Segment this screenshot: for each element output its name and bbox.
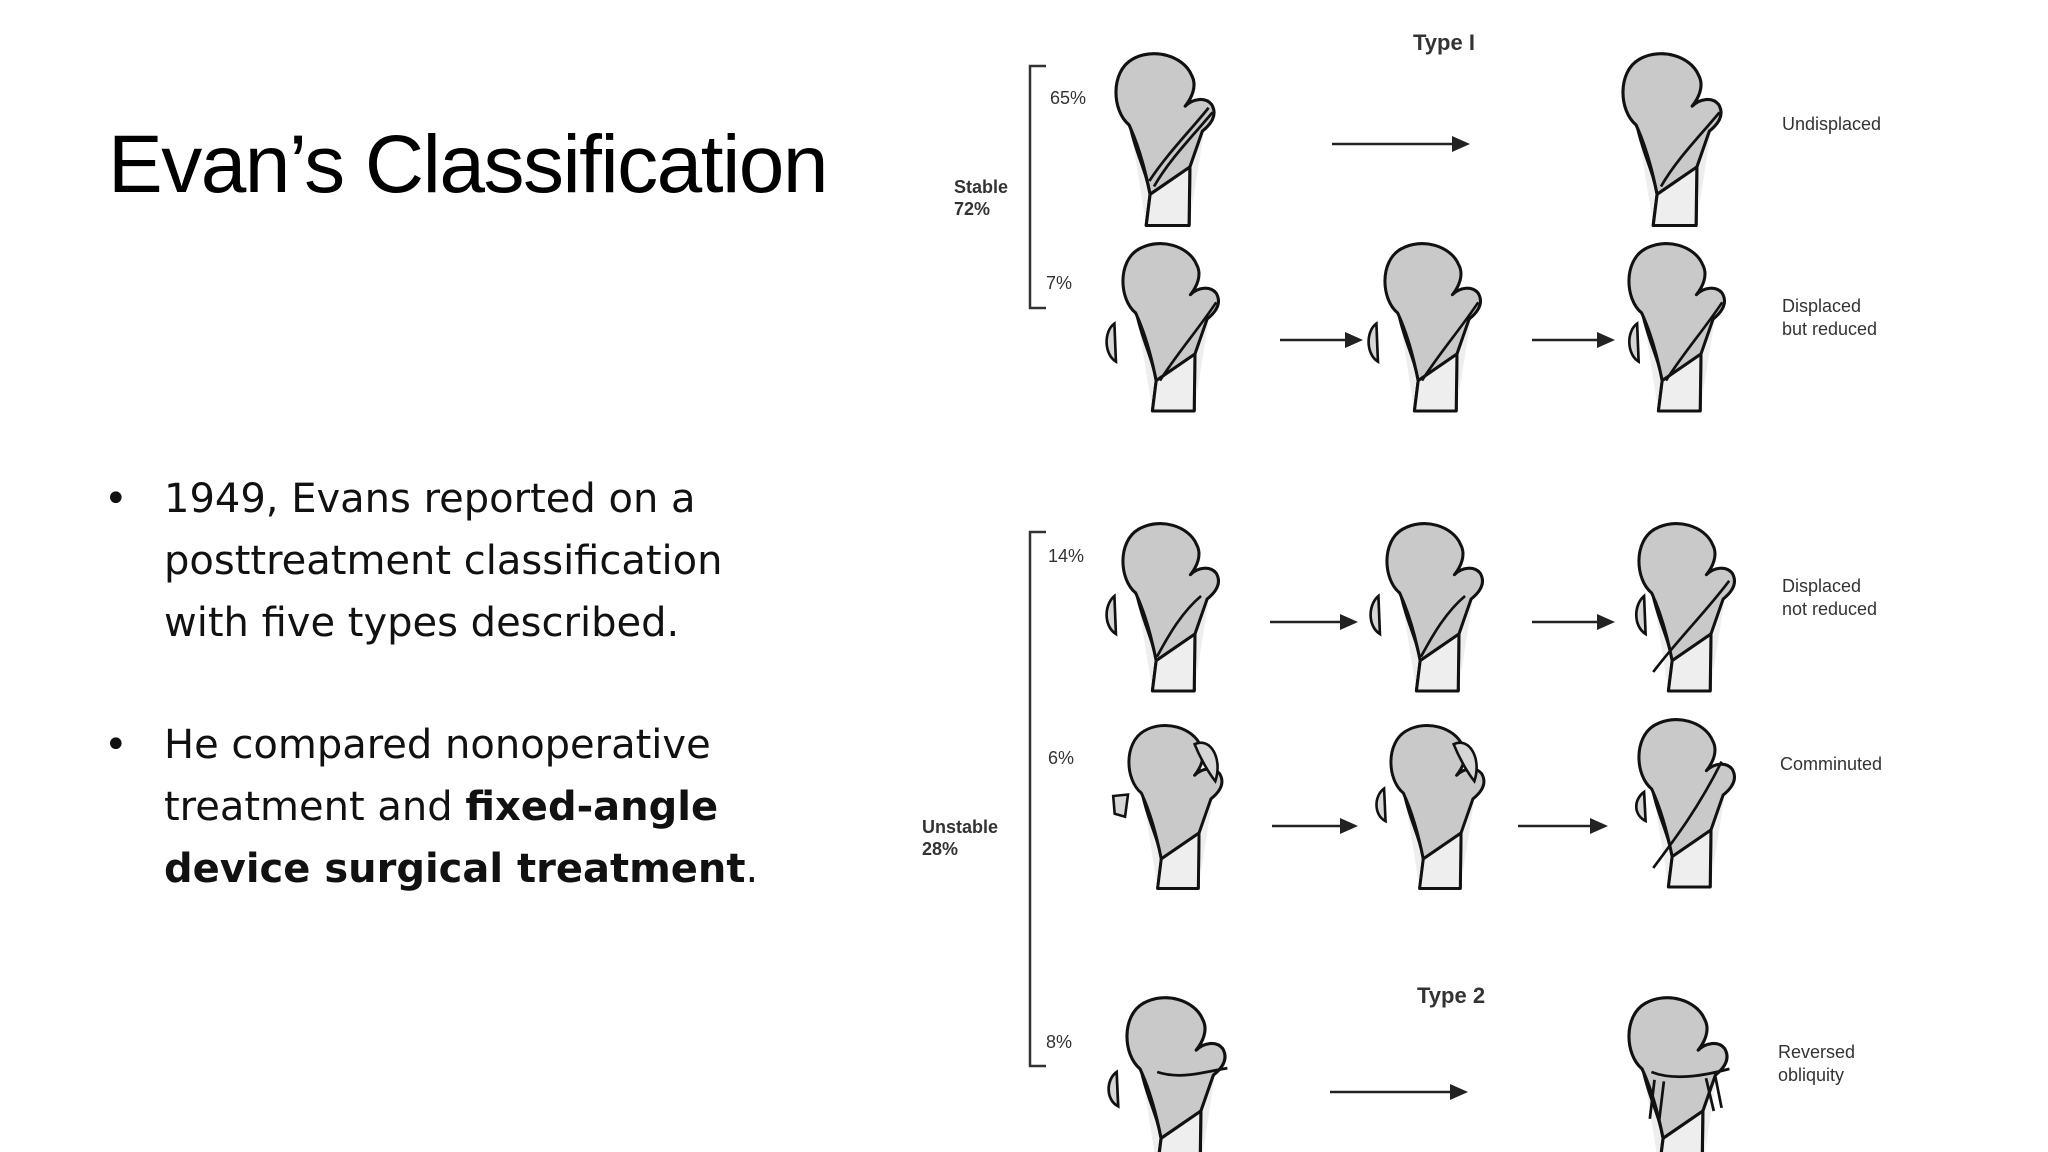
- type2-heading: Type 2: [1417, 983, 1485, 1008]
- slide-title: Evan’s Classification: [108, 119, 829, 210]
- femur-illustration: [1114, 52, 1216, 228]
- row-percent: 14%: [1048, 546, 1084, 566]
- outcome-label: Reversed: [1778, 1042, 1855, 1062]
- bullet-list: • 1949, Evans reported on a posttreatmen…: [104, 468, 804, 960]
- outcome-label: Displaced: [1782, 576, 1861, 596]
- figure-svg: Type I Type 2 Stable 72% Unstable 28% 65…: [922, 30, 1882, 1152]
- outcome-label: Undisplaced: [1782, 114, 1881, 134]
- row-percent: 6%: [1048, 748, 1074, 768]
- femur-illustration: [1621, 52, 1723, 228]
- arrow-head: [1345, 332, 1363, 348]
- femur-illustration: [1627, 242, 1726, 413]
- bullet-item: • He compared nonoperative treatment and…: [104, 714, 804, 900]
- row-percent: 65%: [1050, 88, 1086, 108]
- stable-label: Stable: [954, 177, 1008, 197]
- femur-illustration: [1105, 242, 1220, 413]
- bullet-dot: •: [104, 476, 128, 522]
- femur-illustration: [1111, 724, 1224, 890]
- evans-classification-figure: Type I Type 2 Stable 72% Unstable 28% 65…: [900, 0, 2048, 1152]
- outcome-label: Displaced: [1782, 296, 1861, 316]
- stable-percent: 72%: [954, 199, 990, 219]
- femur-illustration: [1367, 242, 1482, 413]
- femur-illustration: [1634, 718, 1736, 889]
- bullet-text: 1949, Evans reported on a posttreatment …: [164, 476, 723, 646]
- bullet-item: • 1949, Evans reported on a posttreatmen…: [104, 468, 804, 654]
- arrow-head: [1450, 1084, 1468, 1100]
- outcome-label: not reduced: [1782, 599, 1877, 619]
- arrow-head: [1340, 818, 1358, 834]
- outcome-label: Comminuted: [1780, 754, 1882, 774]
- outcome-label: but reduced: [1782, 319, 1877, 339]
- bullet-dot: •: [104, 722, 128, 768]
- unstable-percent: 28%: [922, 839, 958, 859]
- femur-illustration: [1107, 996, 1228, 1152]
- row-percent: 8%: [1046, 1032, 1072, 1052]
- femur-illustration: [1634, 522, 1736, 693]
- bullet-text-plain: He compared nonoperative treatment and: [164, 722, 711, 830]
- arrow-head: [1590, 818, 1608, 834]
- femur-illustration: [1369, 522, 1484, 693]
- arrow-head: [1340, 614, 1358, 630]
- femur-illustration: [1105, 522, 1220, 693]
- arrow-head: [1597, 332, 1615, 348]
- femur-illustration: [1627, 996, 1730, 1152]
- type1-heading: Type I: [1413, 30, 1475, 55]
- unstable-label: Unstable: [922, 817, 998, 837]
- row-percent: 7%: [1046, 273, 1072, 293]
- femur-illustration: [1375, 724, 1486, 890]
- arrow-head: [1597, 614, 1615, 630]
- stable-bracket: [1028, 64, 1046, 310]
- arrow-head: [1452, 136, 1470, 152]
- outcome-label: obliquity: [1778, 1065, 1844, 1085]
- bullet-text-end: .: [745, 846, 759, 892]
- bullet-text-bold: fixed-angle device surgical treatment: [164, 784, 746, 892]
- unstable-bracket: [1028, 530, 1046, 1068]
